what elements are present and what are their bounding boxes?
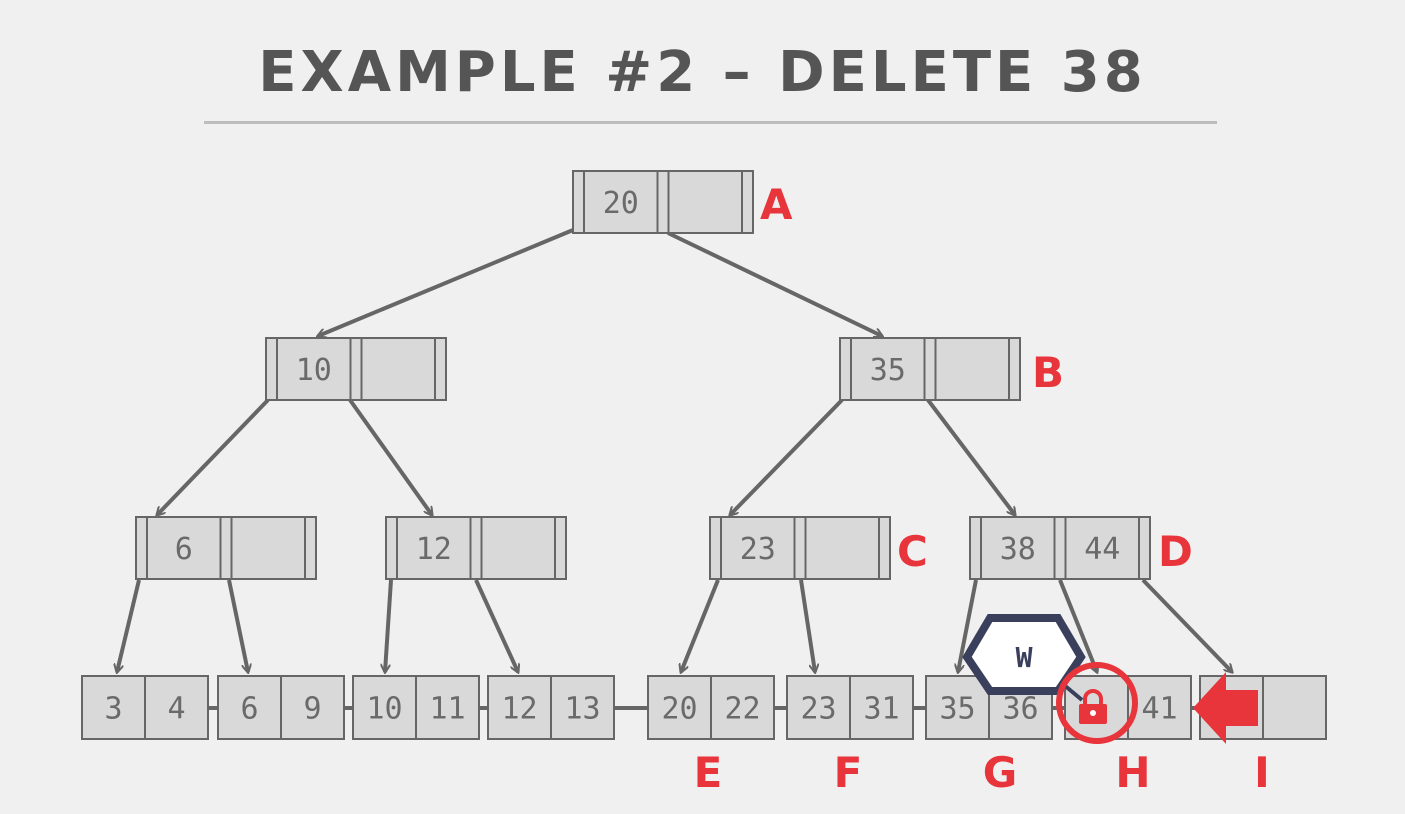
edge-A-L2a — [318, 228, 574, 336]
leaf-key: 11 — [429, 692, 465, 727]
label-E: E — [694, 748, 723, 797]
title-divider — [204, 121, 1217, 124]
label-G: G — [983, 748, 1017, 797]
tree-edges — [117, 228, 1232, 672]
write-latch-badge: W — [962, 614, 1086, 702]
edge-B-C — [730, 398, 844, 515]
leaf-key: 9 — [303, 692, 321, 727]
edge-L3a-leaf1 — [227, 579, 248, 672]
leaf-node: 12 13 — [487, 675, 615, 740]
edge-D-leaf8 — [1141, 578, 1232, 672]
leaf-key: 6 — [240, 692, 258, 727]
inner-key: 6 — [175, 532, 193, 567]
label-F: F — [834, 748, 863, 797]
edge-L3b-leaf3 — [474, 579, 518, 672]
leaf-key: 22 — [724, 692, 760, 727]
slide-title: EXAMPLE #2 – DELETE 38 — [258, 40, 1147, 105]
label-I: I — [1254, 748, 1270, 797]
leaf-key: 35 — [939, 692, 975, 727]
leaf-key: 23 — [800, 692, 836, 727]
latch-mode-label: W — [1016, 641, 1033, 674]
leaf-key: 31 — [863, 692, 899, 727]
node-labels: A B C D E F G H I — [694, 180, 1270, 797]
edge-L3a-leaf0 — [117, 579, 141, 672]
edge-L3b-leaf2 — [385, 579, 393, 672]
edge-C-leaf5 — [799, 579, 815, 672]
edge-A-B — [667, 231, 882, 336]
leaf-key: 10 — [366, 692, 402, 727]
leaf-key: 41 — [1141, 692, 1177, 727]
edge-D-leaf7 — [1058, 579, 1097, 672]
inner-key: 12 — [416, 532, 452, 567]
inner-key: 10 — [296, 353, 332, 388]
inner-node-B: 35 — [839, 337, 1021, 401]
leaf-key: 13 — [564, 692, 600, 727]
edge-L2a-L3b — [348, 398, 432, 515]
arrow-left-icon — [1193, 672, 1258, 744]
label-B: B — [1032, 348, 1064, 397]
inner-key: 20 — [603, 186, 639, 221]
edge-C-leaf4 — [681, 579, 720, 672]
leaf-key: 36 — [1002, 692, 1038, 727]
leaf-key: 4 — [167, 692, 185, 727]
leaf-node: 10 11 — [352, 675, 480, 740]
label-A: A — [760, 180, 793, 229]
inner-key: 38 — [1000, 532, 1036, 567]
inner-node-L3b: 12 — [385, 516, 567, 580]
inner-node-D: 38 44 — [969, 516, 1151, 580]
inner-nodes: 20 10 35 6 12 23 38 44 — [135, 170, 1151, 580]
inner-key: 44 — [1084, 532, 1120, 567]
leaf-key: 12 — [501, 692, 537, 727]
leaf-key: 20 — [661, 692, 697, 727]
label-H: H — [1115, 748, 1150, 797]
inner-node-A: 20 — [572, 170, 754, 234]
circle-highlight — [1056, 662, 1138, 744]
lock-icon — [1079, 689, 1107, 724]
label-D: D — [1158, 527, 1193, 576]
inner-node-L2a: 10 — [265, 337, 447, 401]
label-C: C — [897, 527, 928, 576]
inner-node-C: 23 — [709, 516, 891, 580]
inner-key: 35 — [870, 353, 906, 388]
edge-L2a-L3a — [157, 398, 270, 515]
leaf-node: 23 31 — [786, 675, 914, 740]
leaf-key: 3 — [104, 692, 122, 727]
leaf-node: 41 — [1064, 675, 1192, 740]
inner-node-L3a: 6 — [135, 516, 317, 580]
inner-key: 23 — [740, 532, 776, 567]
edge-D-leaf6 — [958, 579, 978, 672]
edge-B-D — [926, 398, 1015, 515]
